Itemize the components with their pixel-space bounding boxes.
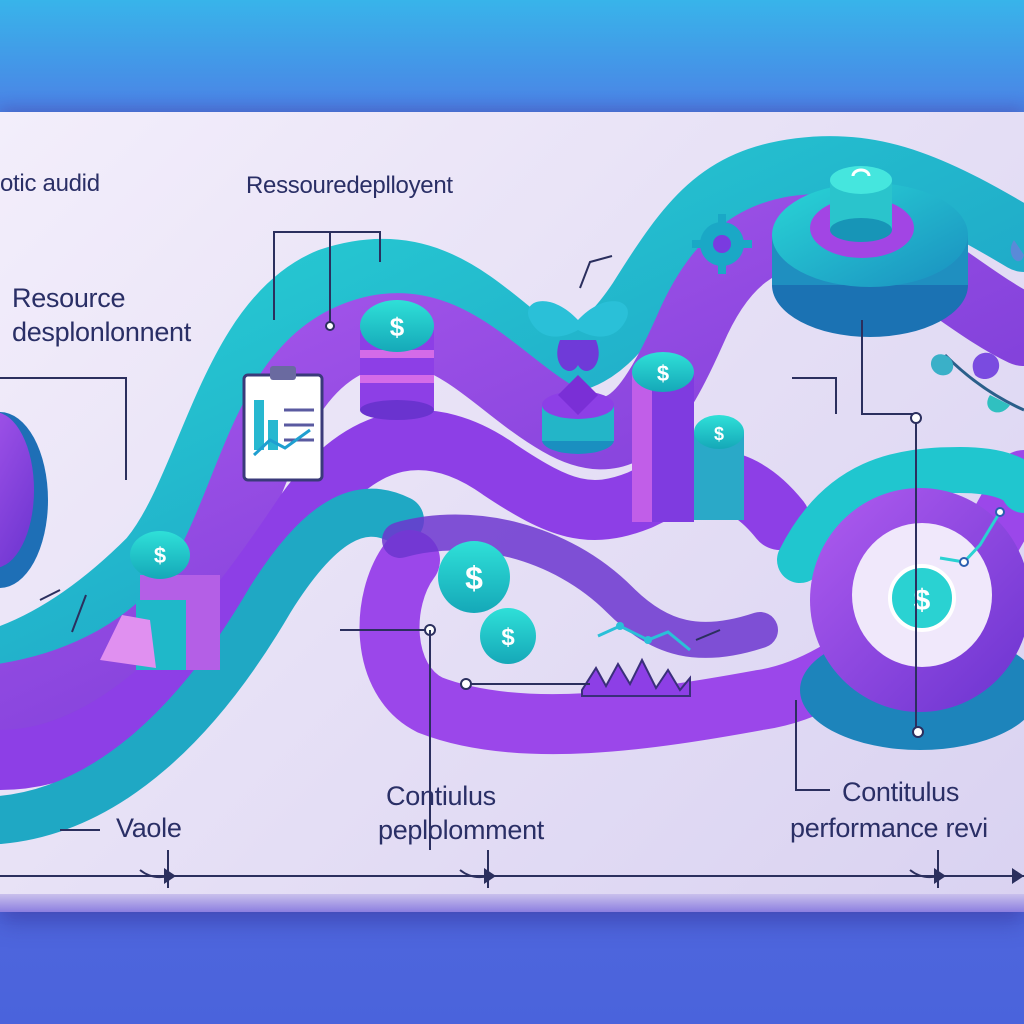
coin-tower-icon: $ $ (632, 352, 744, 522)
label-top-left: otic audid (0, 170, 100, 197)
dollar-coin-icon (888, 564, 956, 632)
label-left-line1: Resource (12, 283, 126, 313)
svg-text:$: $ (154, 543, 166, 568)
clipboard-chart-icon (242, 366, 324, 482)
svg-text:$: $ (390, 312, 405, 342)
coin-stack-icon: $ (360, 300, 434, 420)
gear-icon (692, 214, 752, 274)
label-bottom-center-line1: Contiulus (386, 781, 496, 811)
lower-left-coin-icon: $ (100, 531, 220, 670)
bottom-right-platform: $ (800, 488, 1024, 750)
top-right-platform (772, 166, 968, 337)
connector-lines (0, 231, 924, 850)
label-bottom-left: Vaole (116, 813, 182, 843)
label-bottom-right-line1: Contitulus (842, 777, 960, 807)
label-bottom-right-line2: performance revi (790, 813, 988, 843)
butterfly-icon (528, 301, 628, 454)
svg-text:$: $ (914, 584, 931, 617)
label-left-line2: desplonlonnent (12, 317, 191, 347)
svg-text:$: $ (714, 424, 724, 444)
label-bottom-center-line2: peplolomment (378, 815, 544, 845)
svg-text:$: $ (501, 624, 515, 651)
svg-text:$: $ (657, 361, 669, 386)
floating-coins-icon: $ $ (438, 541, 536, 664)
line-chart-icon (581, 507, 1005, 697)
label-top-center: Ressouredeplloyent (246, 172, 453, 199)
svg-text:$: $ (465, 560, 483, 596)
timeline (0, 829, 1024, 888)
left-platform (0, 412, 48, 588)
leaf-icon (930, 240, 1024, 413)
